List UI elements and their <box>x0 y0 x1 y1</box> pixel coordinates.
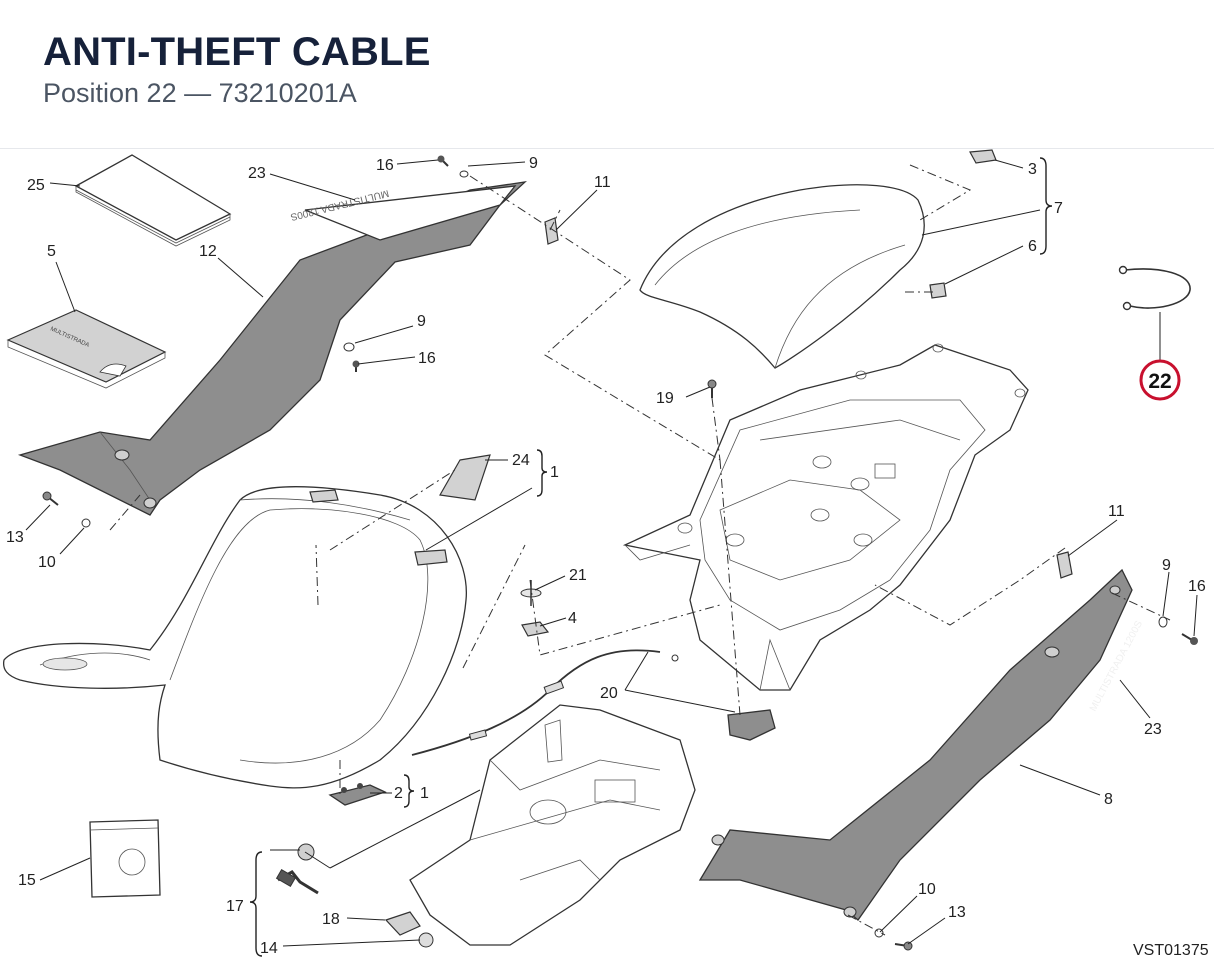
assembly-lines <box>109 164 1171 936</box>
callout-4[interactable]: 4 <box>568 610 577 627</box>
callout-11-right[interactable]: 11 <box>1108 503 1125 520</box>
part-17-lock-barrel[interactable] <box>297 843 315 861</box>
callout-9-top[interactable]: 9 <box>529 155 538 172</box>
rear-subframe[interactable] <box>622 343 1029 691</box>
part-6-rubber-pad[interactable] <box>929 282 947 299</box>
callout-20[interactable]: 20 <box>600 685 618 702</box>
part-15-tool-bag[interactable] <box>89 819 161 898</box>
part-21-rivet[interactable] <box>520 580 542 606</box>
part-9-washer-right[interactable] <box>1158 616 1168 628</box>
callout-5[interactable]: 5 <box>47 243 56 260</box>
callout-9-mid[interactable]: 9 <box>417 313 426 330</box>
callout-19[interactable]: 19 <box>656 390 674 407</box>
part-20-seat-lock[interactable] <box>727 709 776 741</box>
part-7-passenger-seat[interactable] <box>639 184 925 369</box>
part-10-washer-left[interactable] <box>81 518 91 528</box>
callout-2[interactable]: 2 <box>394 785 403 802</box>
page-header: ANTI-THEFT CABLE Position 22 — 73210201A <box>0 0 1214 149</box>
part-24-rubber-piece[interactable] <box>439 454 491 501</box>
part-2-seat-bracket[interactable] <box>328 783 387 806</box>
callout-23-right[interactable]: 23 <box>1144 721 1162 738</box>
part-11-clip-right[interactable] <box>1056 551 1073 579</box>
part-12-left-side-panel[interactable] <box>17 181 527 516</box>
callout-17[interactable]: 17 <box>226 898 244 915</box>
callout-1-top[interactable]: 1 <box>550 464 559 481</box>
part-9-washer-top[interactable] <box>459 170 469 178</box>
callout-22-ring <box>1139 359 1181 401</box>
callout-13-left[interactable]: 13 <box>6 529 24 546</box>
part-20-seat-lock-cable[interactable] <box>411 649 679 756</box>
part-13-screw-bottom[interactable] <box>894 941 913 951</box>
callout-12[interactable]: 12 <box>199 243 217 260</box>
callout-16-right[interactable]: 16 <box>1188 578 1206 595</box>
callout-7[interactable]: 7 <box>1054 200 1063 217</box>
part-8-right-side-panel[interactable] <box>698 568 1133 921</box>
callout-25[interactable]: 25 <box>27 177 45 194</box>
callout-13-bottom[interactable]: 13 <box>948 904 966 921</box>
page-subtitle: Position 22 — 73210201A <box>43 78 357 108</box>
part-16-screw-right[interactable] <box>1181 633 1198 645</box>
part-25-manual[interactable] <box>74 154 232 247</box>
part-17-key[interactable] <box>275 868 319 895</box>
callout-14[interactable]: 14 <box>260 940 278 957</box>
undertray[interactable] <box>409 704 696 946</box>
part-22-anti-theft-cable[interactable] <box>1118 265 1191 361</box>
callout-16-mid[interactable]: 16 <box>418 350 436 367</box>
callout-9-right[interactable]: 9 <box>1162 557 1171 574</box>
callout-24[interactable]: 24 <box>512 452 530 469</box>
callout-10-left[interactable]: 10 <box>38 554 56 571</box>
part-14-nut[interactable] <box>418 932 434 948</box>
callout-10-bottom[interactable]: 10 <box>918 881 936 898</box>
part-19-screw[interactable] <box>707 379 717 398</box>
callout-18[interactable]: 18 <box>322 911 340 928</box>
callout-22[interactable]: 22 <box>1148 370 1171 393</box>
part-11-clip-top[interactable] <box>544 217 559 245</box>
callout-23-left[interactable]: 23 <box>248 165 266 182</box>
part-16-screw-mid[interactable] <box>352 360 360 373</box>
callout-16-top[interactable]: 16 <box>376 157 394 174</box>
callout-labels: 25 23 16 9 11 3 7 6 5 12 9 16 19 24 1 13… <box>6 155 1206 957</box>
part-9-washer-mid[interactable] <box>343 342 355 352</box>
leader-lines <box>25 159 1198 947</box>
callout-11-top[interactable]: 11 <box>594 174 611 191</box>
callout-1-bottom[interactable]: 1 <box>420 785 429 802</box>
part-16-screw-top[interactable] <box>437 155 449 167</box>
part-3-seat-bumper[interactable] <box>969 149 997 164</box>
diagram-code: VST01375 <box>1133 942 1209 959</box>
page-title: ANTI-THEFT CABLE <box>43 30 431 74</box>
braces <box>249 157 1053 957</box>
callout-3[interactable]: 3 <box>1028 161 1037 178</box>
part-4-nut-clip[interactable] <box>521 621 550 637</box>
rider-seat[interactable] <box>2 486 467 789</box>
part-18-lock-plate[interactable] <box>384 911 421 936</box>
callout-6[interactable]: 6 <box>1028 238 1037 255</box>
callout-8[interactable]: 8 <box>1104 791 1113 808</box>
callout-15[interactable]: 15 <box>18 872 36 889</box>
part-5-booklet[interactable]: MULTISTRADA <box>6 309 167 389</box>
part-13-screw-left[interactable] <box>42 491 59 506</box>
callout-22-highlight[interactable]: 22 <box>1139 359 1181 401</box>
callout-21[interactable]: 21 <box>569 567 587 584</box>
